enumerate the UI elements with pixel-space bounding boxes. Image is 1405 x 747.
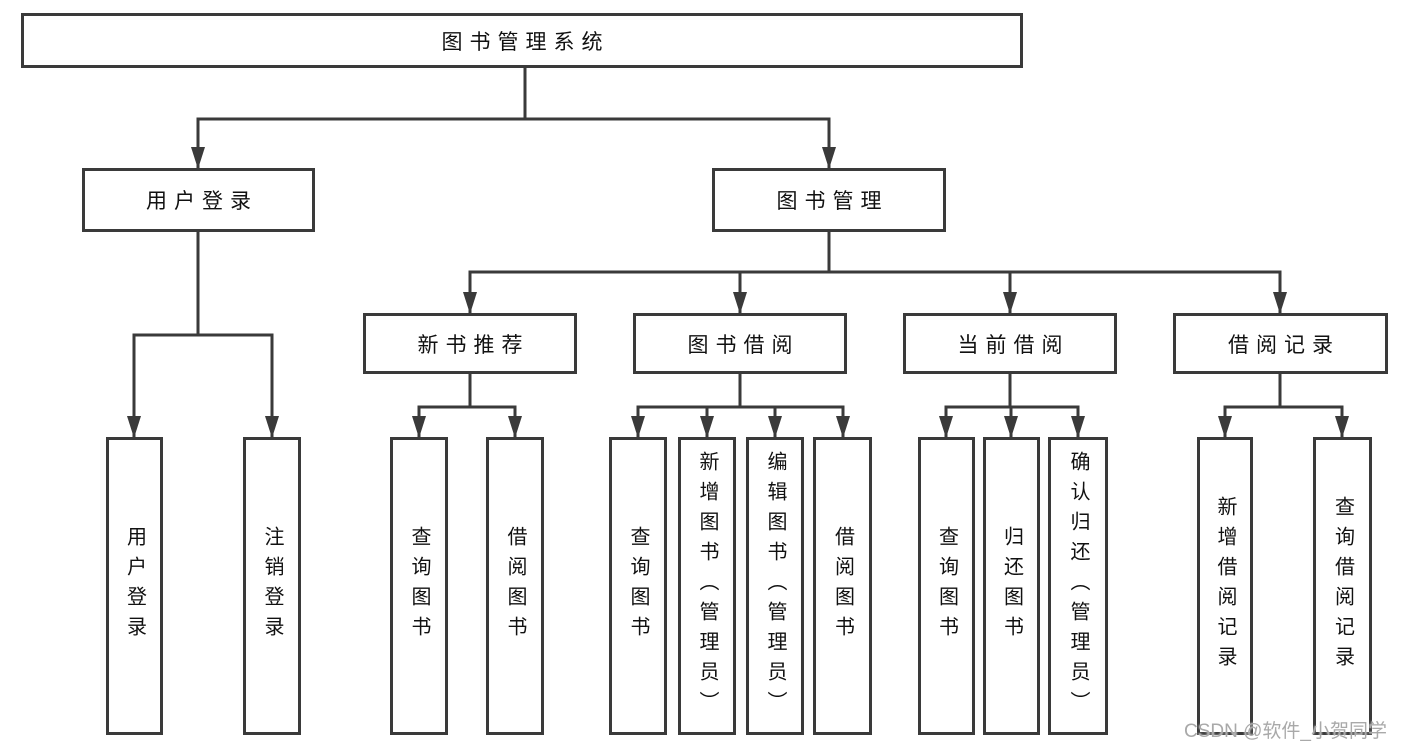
leaf-records-query-record-label: 查询借阅记录 <box>1331 496 1354 676</box>
leaf-borrow-edit-books-admin-label: 编辑图书（管理员） <box>764 451 786 721</box>
leaf-borrow-add-books-admin: 新增图书（管理员） <box>678 437 736 735</box>
node-new-book-recommend: 新书推荐 <box>363 313 577 374</box>
leaf-records-query-record: 查询借阅记录 <box>1313 437 1372 735</box>
leaf-current-return-books-label: 归还图书 <box>1000 526 1023 646</box>
node-root-label: 图书管理系统 <box>441 30 610 54</box>
leaf-logout-label: 注销登录 <box>261 526 283 646</box>
leaf-borrow-borrow-books: 借阅图书 <box>813 437 872 735</box>
node-current-borrow-label: 当前借阅 <box>957 333 1070 357</box>
node-book-borrow: 图书借阅 <box>633 313 847 374</box>
node-borrow-records: 借阅记录 <box>1173 313 1388 374</box>
leaf-current-return-books: 归还图书 <box>983 437 1040 735</box>
node-user-login-label: 用户登录 <box>146 190 258 213</box>
leaf-recommend-borrow-books: 借阅图书 <box>486 437 544 735</box>
leaf-records-add-record-label: 新增借阅记录 <box>1214 496 1236 676</box>
leaf-borrow-query-books-label: 查询图书 <box>627 526 649 646</box>
leaf-recommend-query-books-label: 查询图书 <box>408 526 430 646</box>
leaf-current-query-books: 查询图书 <box>918 437 975 735</box>
node-new-book-recommend-label: 新书推荐 <box>417 333 530 357</box>
leaf-borrow-edit-books-admin: 编辑图书（管理员） <box>746 437 804 735</box>
leaf-recommend-query-books: 查询图书 <box>390 437 448 735</box>
leaf-borrow-borrow-books-label: 借阅图书 <box>831 526 854 646</box>
node-borrow-records-label: 借阅记录 <box>1228 333 1340 357</box>
leaf-user-login: 用户登录 <box>106 437 163 735</box>
node-user-login: 用户登录 <box>82 168 315 232</box>
leaf-current-query-books-label: 查询图书 <box>935 526 958 646</box>
node-root: 图书管理系统 <box>21 13 1023 68</box>
leaf-borrow-add-books-admin-label: 新增图书（管理员） <box>696 451 718 721</box>
leaf-borrow-query-books: 查询图书 <box>609 437 667 735</box>
leaf-recommend-borrow-books-label: 借阅图书 <box>504 526 526 646</box>
leaf-records-add-record: 新增借阅记录 <box>1197 437 1253 735</box>
leaf-user-login-label: 用户登录 <box>123 526 146 646</box>
node-book-management-label: 图书管理 <box>776 190 889 213</box>
node-book-management: 图书管理 <box>712 168 946 232</box>
csdn-watermark: CSDN @软件_小贺同学 <box>1184 721 1387 742</box>
leaf-current-confirm-return-admin-label: 确认归还（管理员） <box>1067 451 1089 721</box>
leaf-current-confirm-return-admin: 确认归还（管理员） <box>1048 437 1108 735</box>
leaf-logout: 注销登录 <box>243 437 301 735</box>
node-book-borrow-label: 图书借阅 <box>687 333 800 357</box>
node-current-borrow: 当前借阅 <box>903 313 1117 374</box>
